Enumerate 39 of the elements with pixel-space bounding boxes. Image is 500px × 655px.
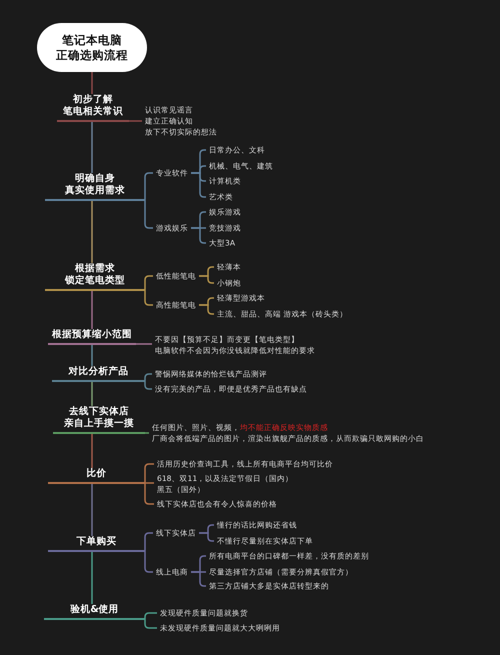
connector-line — [191, 227, 206, 244]
step-heading: 明确自身真实使用需求 — [45, 173, 145, 201]
connector-line — [199, 275, 214, 284]
connector-line — [91, 291, 93, 329]
connector-line — [144, 373, 152, 382]
step-heading: 初步了解笔电相关常识 — [57, 94, 129, 122]
connector-line — [129, 120, 142, 122]
connector-line — [91, 484, 93, 536]
title-pill — [37, 23, 147, 72]
step-heading: 验机&使用 — [44, 604, 145, 620]
connector-line — [91, 201, 93, 263]
connector-line — [91, 552, 93, 604]
connector-line — [91, 72, 93, 94]
connector-line — [144, 532, 153, 552]
step-heading: 去线下实体店亲自上手摸一摸 — [53, 406, 145, 434]
step-heading: 对比分析产品 — [52, 366, 145, 382]
connector-line — [144, 289, 153, 306]
title-text: 笔记本电脑正确选购流程 — [56, 32, 128, 62]
connector-line — [144, 463, 154, 484]
step-heading: 下单购买 — [48, 536, 145, 552]
connector-line — [145, 482, 154, 484]
connector-line — [145, 432, 149, 434]
connector-line — [144, 618, 157, 629]
step-heading: 根据预算缩小范围 — [48, 329, 136, 345]
step-heading: 根据需求锁定笔电类型 — [45, 263, 145, 291]
connector-line — [91, 434, 93, 468]
connector-line — [191, 571, 206, 587]
connector-line — [199, 304, 214, 315]
connector-line — [191, 172, 206, 198]
connector-line — [136, 343, 152, 345]
connector-line — [144, 275, 153, 291]
connector-line — [144, 380, 152, 390]
connector-line — [91, 345, 93, 366]
connector-line — [144, 612, 157, 620]
connector-line — [91, 122, 93, 173]
connector-line — [91, 382, 93, 406]
connector-line — [199, 532, 214, 542]
connector-line — [144, 482, 154, 505]
step-heading: 比价 — [48, 468, 145, 484]
